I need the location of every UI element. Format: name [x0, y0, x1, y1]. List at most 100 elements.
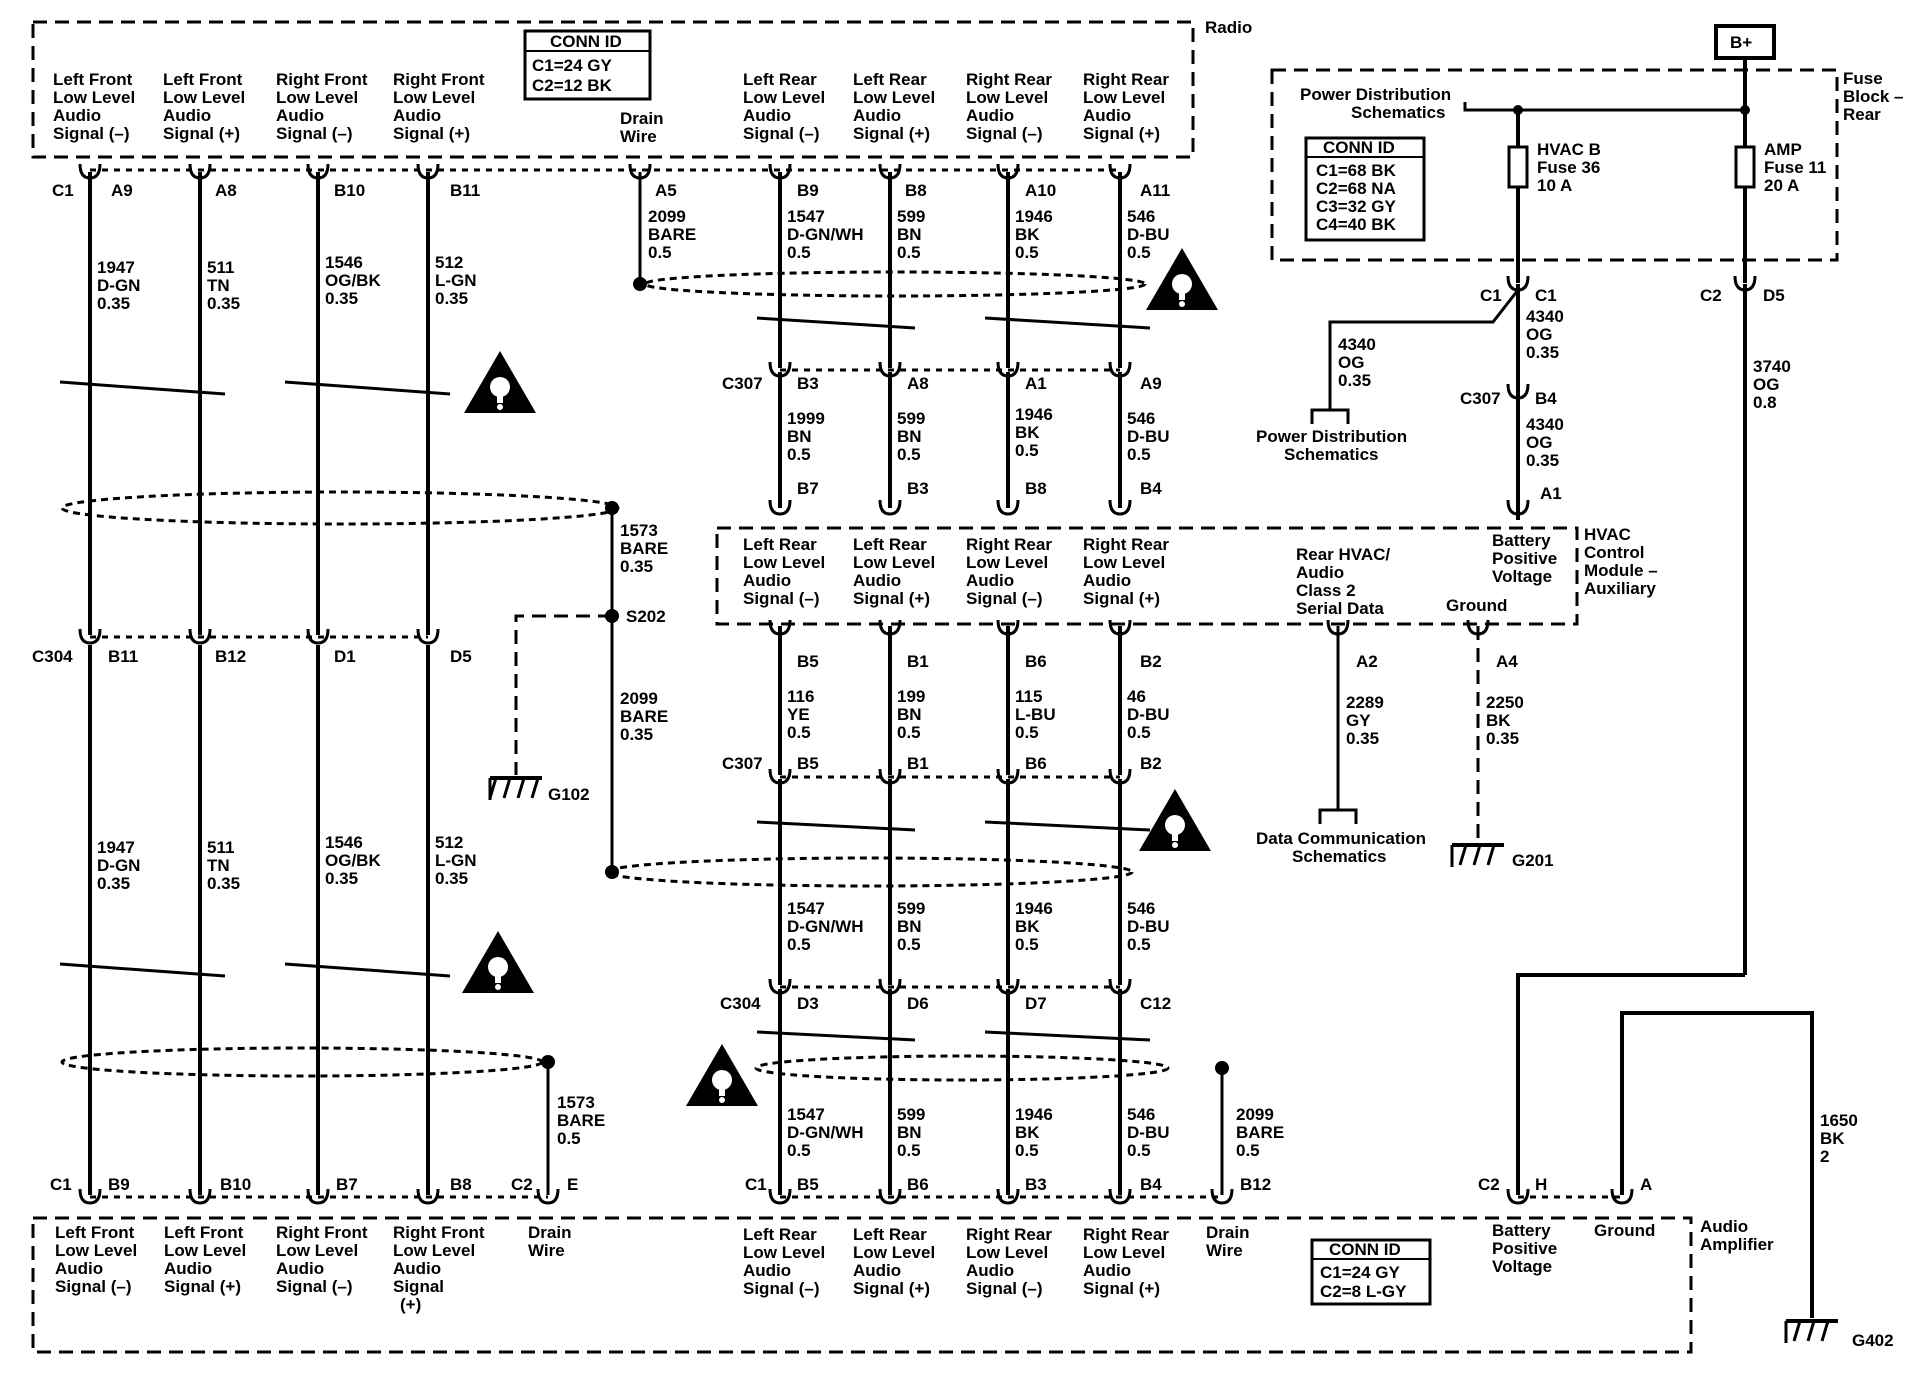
shield-ellipse [643, 270, 1147, 298]
amp-label-rf-plus: Right Front Low Level Audio Signal (+) [393, 1223, 485, 1314]
amp-fuse-symbol [1734, 145, 1756, 189]
connector-cup [1108, 978, 1132, 995]
connector-cup [996, 163, 1020, 180]
svg-text:D7: D7 [1025, 994, 1047, 1013]
twist-mark [756, 1030, 916, 1042]
connector-cup [768, 619, 792, 636]
svg-text:Signal (–): Signal (–) [966, 589, 1043, 608]
svg-text:Schematics: Schematics [1351, 103, 1446, 122]
svg-text:Right Front: Right Front [393, 70, 485, 89]
svg-text:Audio: Audio [743, 106, 791, 125]
svg-text:Signal (–): Signal (–) [276, 1277, 353, 1296]
radio-label-lr-plus: Left Rear Low Level Audio Signal (+) [853, 70, 935, 143]
svg-text:Audio: Audio [393, 1259, 441, 1278]
svg-text:C2=8 L-GY: C2=8 L-GY [1320, 1282, 1407, 1301]
svg-text:Fuse: Fuse [1843, 69, 1883, 88]
drain-s202-upper-label: 1573 BARE 0.35 [620, 521, 668, 576]
amp-c1-right-labels: C1 B5 B6 B3 B4 B12 [745, 1175, 1271, 1194]
svg-text:0.5: 0.5 [648, 243, 672, 262]
svg-text:D-GN/WH: D-GN/WH [787, 1123, 863, 1142]
svg-text:Left Rear: Left Rear [743, 1225, 817, 1244]
amp-conn-id: CONN ID C1=24 GY C2=8 L-GY [1310, 1238, 1432, 1306]
svg-text:D-GN/WH: D-GN/WH [787, 917, 863, 936]
svg-text:Low Level: Low Level [393, 88, 475, 107]
svg-text:1946: 1946 [1015, 899, 1053, 918]
connector-cup [768, 1188, 792, 1205]
connector-cup [78, 163, 102, 180]
svg-text:Audio: Audio [853, 1261, 901, 1280]
connector-cup [768, 768, 792, 785]
svg-text:Low Level: Low Level [276, 88, 358, 107]
svg-text:Audio: Audio [853, 571, 901, 590]
svg-text:1650: 1650 [1820, 1111, 1858, 1130]
connector-cup [1610, 1188, 1634, 1205]
wire-labels-left-lower: 1947 D-GN 0.35 511 TN 0.35 1546 OG/BK 0.… [97, 833, 477, 893]
svg-text:Low Level: Low Level [393, 1241, 475, 1260]
drain-s202-lower-label: 2099 BARE 0.35 [620, 689, 668, 744]
svg-text:A11: A11 [1140, 181, 1170, 200]
svg-text:0.5: 0.5 [787, 243, 811, 262]
svg-text:0.35: 0.35 [97, 294, 130, 313]
svg-text:C2: C2 [1478, 1175, 1500, 1194]
svg-text:B3: B3 [1025, 1175, 1047, 1194]
svg-text:CONN ID: CONN ID [1329, 1240, 1401, 1259]
connector-cup [1506, 1188, 1530, 1205]
svg-text:Left Front: Left Front [55, 1223, 135, 1242]
connector-cup [768, 499, 792, 516]
svg-text:1999: 1999 [787, 409, 825, 428]
serial-wire-label: 2289 GY 0.35 [1346, 693, 1384, 748]
fuse-block-box [1270, 68, 1839, 262]
svg-text:Right Front: Right Front [276, 70, 368, 89]
connector-cup [996, 361, 1020, 378]
svg-text:599: 599 [897, 899, 925, 918]
svg-text:546: 546 [1127, 1105, 1155, 1124]
wire-power-branch [1328, 289, 1520, 410]
hvac-module-box [715, 526, 1579, 626]
svg-text:GY: GY [1346, 711, 1371, 730]
connector-cup [1108, 768, 1132, 785]
twist-mark [284, 962, 451, 978]
svg-text:HVAC B: HVAC B [1537, 140, 1601, 159]
connector-cup [996, 499, 1020, 516]
hvac-top-labels: B7 B3 B8 B4 A1 [797, 479, 1562, 503]
svg-text:C2=68 NA: C2=68 NA [1316, 179, 1396, 198]
svg-text:B11: B11 [450, 181, 480, 200]
splice-dot [1215, 1061, 1229, 1075]
connector-cup [878, 499, 902, 516]
svg-text:0.35: 0.35 [435, 289, 468, 308]
svg-text:Low Level: Low Level [164, 1241, 246, 1260]
hvac-fuse-symbol [1507, 145, 1529, 189]
svg-text:Right Rear: Right Rear [1083, 1225, 1169, 1244]
svg-text:116: 116 [787, 687, 814, 706]
s202-label: S202 [626, 607, 666, 626]
svg-text:115: 115 [1015, 687, 1042, 706]
data-comm-label: Data Communication Schematics [1256, 829, 1426, 866]
svg-text:B5: B5 [797, 652, 819, 671]
svg-text:Positive: Positive [1492, 549, 1557, 568]
svg-text:Low Level: Low Level [1083, 88, 1165, 107]
svg-text:0.35: 0.35 [1526, 343, 1559, 362]
connector-cups [78, 163, 1757, 1205]
amp-label-lf-minus: Left Front Low Level Audio Signal (–) [55, 1223, 137, 1296]
svg-text:C1=68 BK: C1=68 BK [1316, 161, 1397, 180]
svg-text:Audio: Audio [966, 106, 1014, 125]
svg-text:1946: 1946 [1015, 207, 1053, 226]
amp-label-drain-left: Drain Wire [528, 1223, 571, 1260]
svg-text:B6: B6 [1025, 652, 1047, 671]
svg-text:D-BU: D-BU [1127, 705, 1170, 724]
svg-text:C4=40 BK: C4=40 BK [1316, 215, 1397, 234]
svg-text:Voltage: Voltage [1492, 1257, 1552, 1276]
svg-text:0.5: 0.5 [1127, 935, 1151, 954]
svg-text:A8: A8 [215, 181, 237, 200]
svg-text:C307: C307 [1460, 389, 1501, 408]
twist-mark [984, 820, 1151, 832]
svg-text:1547: 1547 [787, 207, 825, 226]
g102-label: G102 [548, 785, 590, 804]
svg-text:Signal (+): Signal (+) [1083, 589, 1160, 608]
svg-text:Signal (+): Signal (+) [393, 124, 470, 143]
svg-text:Right Rear: Right Rear [1083, 70, 1169, 89]
amp-label-ground: Ground [1594, 1221, 1655, 1240]
svg-text:Control: Control [1584, 543, 1644, 562]
svg-text:2099: 2099 [648, 207, 686, 226]
svg-text:0.5: 0.5 [787, 445, 811, 464]
